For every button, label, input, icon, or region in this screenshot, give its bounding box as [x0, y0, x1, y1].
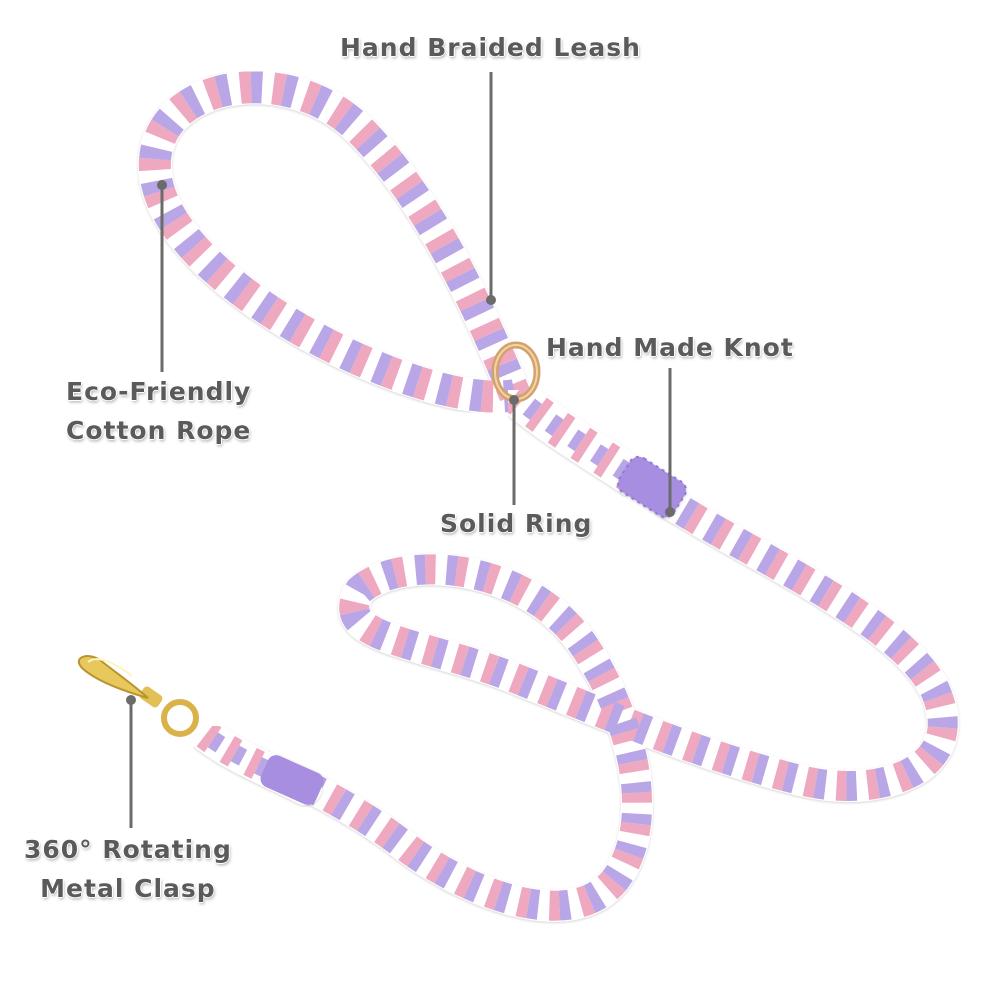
callout-lines	[126, 72, 675, 828]
label-text-line2: Metal Clasp	[40, 874, 216, 903]
callout-dot-ring	[509, 395, 519, 405]
metal-clasp	[77, 655, 199, 737]
rope-handle-loop	[137, 70, 532, 414]
label-text-line1: Eco-Friendly	[66, 377, 252, 406]
label-hand-braided-leash: Hand Braided Leash	[340, 28, 641, 67]
label-text: Solid Ring	[440, 509, 593, 538]
label-text: Hand Braided Leash	[340, 33, 641, 62]
label-rotating-metal-clasp: 360° Rotating Metal Clasp	[24, 830, 232, 908]
clasp-end-braid	[183, 713, 324, 805]
callout-dot-cotton	[157, 180, 167, 190]
label-hand-made-knot: Hand Made Knot	[546, 328, 794, 367]
rope-body	[234, 484, 959, 922]
callout-dot-braided	[486, 295, 496, 305]
label-solid-ring: Solid Ring	[440, 504, 592, 543]
label-text-line2: Cotton Rope	[66, 416, 252, 445]
callout-dot-clasp	[126, 695, 136, 705]
label-text: Hand Made Knot	[546, 333, 794, 362]
label-text-line1: 360° Rotating	[24, 835, 232, 864]
label-eco-friendly-cotton-rope: Eco-Friendly Cotton Rope	[66, 372, 251, 450]
callout-dot-knot	[665, 507, 675, 517]
